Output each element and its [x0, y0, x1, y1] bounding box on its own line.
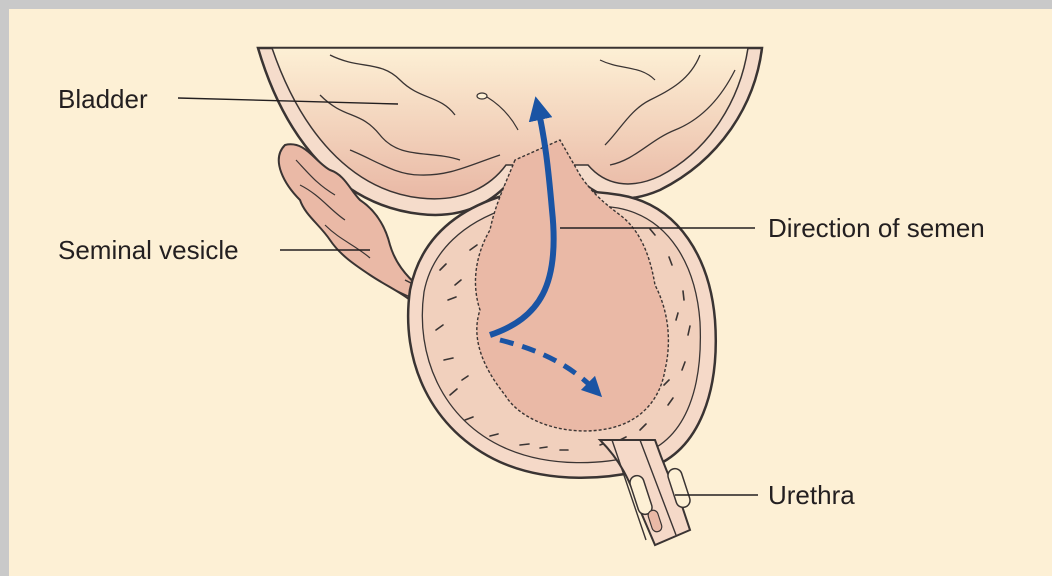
urethra-label: Urethra	[768, 480, 855, 510]
seminal-vesicle-label: Seminal vesicle	[58, 235, 239, 265]
urethra	[600, 440, 692, 545]
bladder-label: Bladder	[58, 84, 148, 114]
direction-of-semen-label: Direction of semen	[768, 213, 985, 243]
